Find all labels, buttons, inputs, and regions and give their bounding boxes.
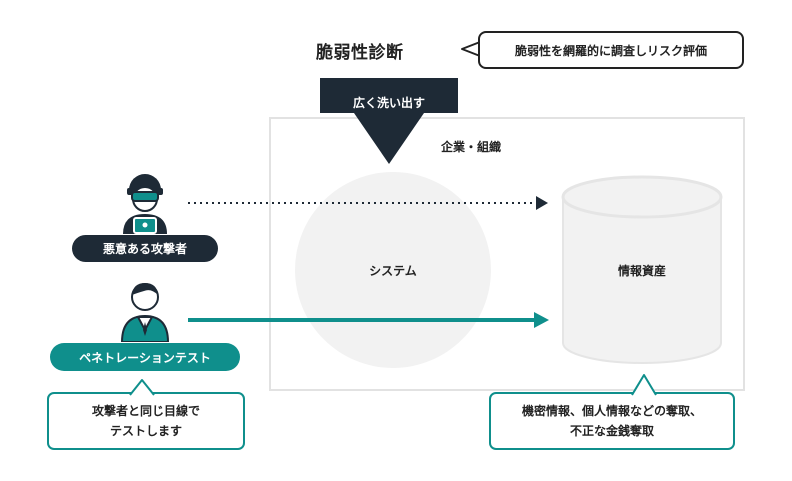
information-asset-label: 情報資産 xyxy=(617,264,666,278)
attacker-label: 悪意ある攻撃者 xyxy=(72,235,218,262)
callout-left-tail xyxy=(129,379,155,396)
callout-left: 攻撃者と同じ目線で テストします xyxy=(47,392,245,450)
dotted-arrow xyxy=(188,196,548,210)
penetration-test-label: ペネトレーションテスト xyxy=(50,343,240,371)
organization-box xyxy=(269,117,745,391)
callout-right-tail xyxy=(631,374,657,396)
system-label: システム xyxy=(369,264,417,278)
callout-right-line2: 不正な金銭奪取 xyxy=(569,424,654,438)
callout-left-line2: テストします xyxy=(109,424,182,438)
down-arrow-icon xyxy=(320,78,458,164)
callout-left-line1: 攻撃者と同じ目線で xyxy=(91,404,200,418)
big-arrow-label: 広く洗い出す xyxy=(352,96,425,110)
callout-top-tail xyxy=(461,41,481,57)
hacker-icon xyxy=(123,174,167,234)
callout-right: 機密情報、個人情報などの奪取、 不正な金銭奪取 xyxy=(489,392,735,450)
penetration-test-label-text: ペネトレーションテスト xyxy=(79,350,211,365)
solid-arrow xyxy=(188,312,549,328)
callout-top: 脆弱性を網羅的に調査しリスク評価 xyxy=(478,31,744,69)
callout-right-line1: 機密情報、個人情報などの奪取、 xyxy=(521,404,702,418)
organization-label: 企業・組織 xyxy=(441,140,502,154)
database-cylinder-icon xyxy=(561,175,723,364)
businessperson-icon xyxy=(120,283,170,342)
callout-top-text: 脆弱性を網羅的に調査しリスク評価 xyxy=(514,43,707,58)
page-title: 脆弱性診断 xyxy=(316,43,404,63)
attacker-label-text: 悪意ある攻撃者 xyxy=(102,242,187,256)
system-circle xyxy=(295,172,491,368)
